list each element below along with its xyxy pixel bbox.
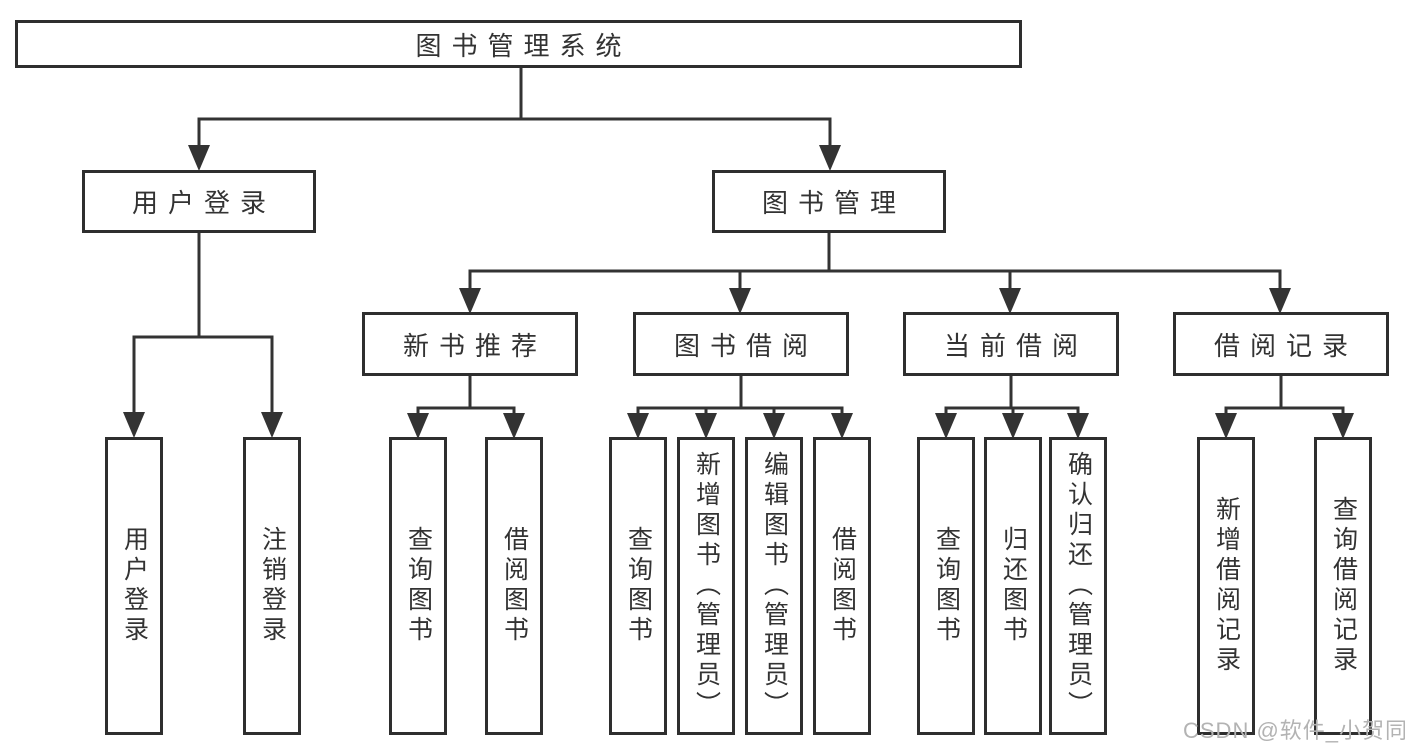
leaf-records-add-borrow-record: 新增借阅记录 [1197,437,1255,735]
leaf-logout: 注销登录 [243,437,301,735]
csdn-watermark: CSDN @软件_小贺同学 [1183,718,1405,743]
node-user-login: 用户登录 [82,170,316,233]
leaf-borrowing-query-books: 查询图书 [609,437,667,735]
leaf-current-return-books: 归还图书 [984,437,1042,735]
node-root-system: 图书管理系统 [15,20,1022,68]
node-new-book-recommend: 新书推荐 [362,312,578,376]
node-book-management: 图书管理 [712,170,946,233]
leaf-current-query-books: 查询图书 [917,437,975,735]
node-borrow-records: 借阅记录 [1173,312,1389,376]
leaf-user-login: 用户登录 [105,437,163,735]
leaf-borrowing-edit-books-admin: 编辑图书（管理员） [745,437,803,735]
node-book-borrowing: 图书借阅 [633,312,849,376]
leaf-records-query-borrow-record: 查询借阅记录 [1314,437,1372,735]
leaf-borrowing-borrow-books: 借阅图书 [813,437,871,735]
leaf-recommend-query-books: 查询图书 [389,437,447,735]
leaf-borrowing-add-books-admin: 新增图书（管理员） [677,437,735,735]
leaf-current-confirm-return-admin: 确认归还（管理员） [1049,437,1107,735]
node-current-borrowing: 当前借阅 [903,312,1119,376]
leaf-recommend-borrow-books: 借阅图书 [485,437,543,735]
